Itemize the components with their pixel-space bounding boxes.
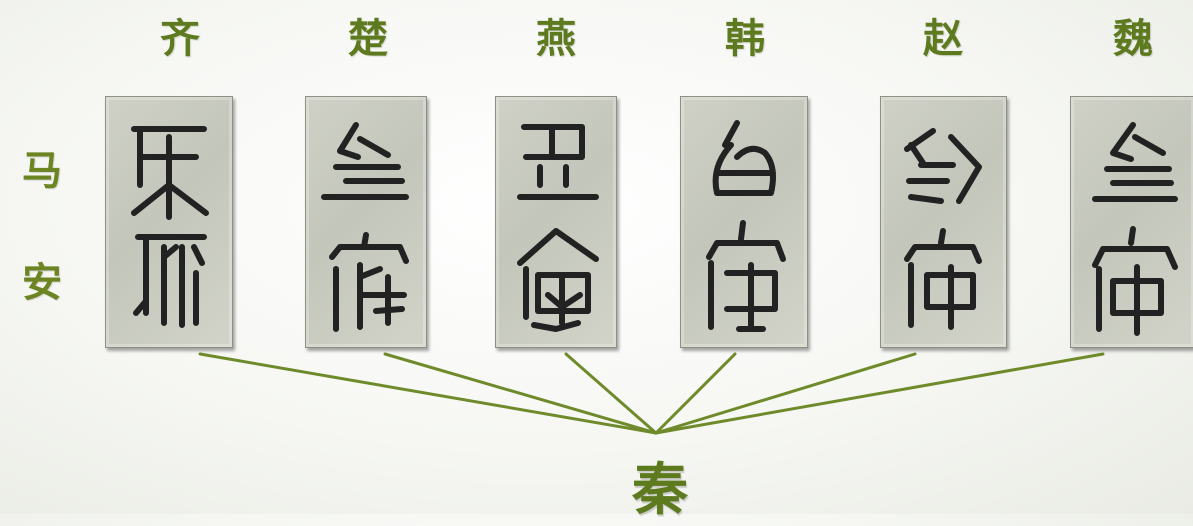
row-label-ma: 马: [22, 147, 62, 194]
seal-tile-qi: [105, 96, 233, 348]
connector-line-qi: [198, 352, 658, 435]
connector-line-wei: [654, 352, 1105, 435]
row-label-an: 安: [22, 259, 62, 306]
seal-glyphs-qi: [131, 126, 209, 328]
seal-tile-chu: [305, 96, 427, 348]
state-label-qi: 齐: [160, 15, 200, 62]
seal-glyphs-yan: [517, 124, 599, 332]
seal-glyphs-zhao: [904, 128, 982, 330]
state-label-yan: 燕: [536, 15, 576, 62]
seal-glyphs-chu: [321, 122, 409, 332]
state-label-han: 韩: [725, 15, 765, 62]
seal-tile-yan: [495, 96, 617, 348]
seal-tile-han: [680, 96, 808, 348]
connector-line-yan: [564, 352, 658, 435]
connector-line-zhao: [654, 352, 917, 435]
seal-tile-wei: [1070, 96, 1193, 348]
state-label-wei: 魏: [1113, 15, 1153, 62]
connector-line-han: [654, 352, 737, 435]
state-label-zhao: 赵: [923, 15, 963, 62]
connector-lines: [198, 352, 1105, 435]
unified-character-qin: 秦: [632, 457, 688, 523]
connector-line-chu: [383, 352, 658, 435]
seal-tile-zhao: [880, 96, 1007, 348]
seal-glyphs-wei: [1092, 122, 1178, 336]
state-label-chu: 楚: [348, 15, 388, 62]
seal-glyphs-han: [706, 120, 786, 332]
